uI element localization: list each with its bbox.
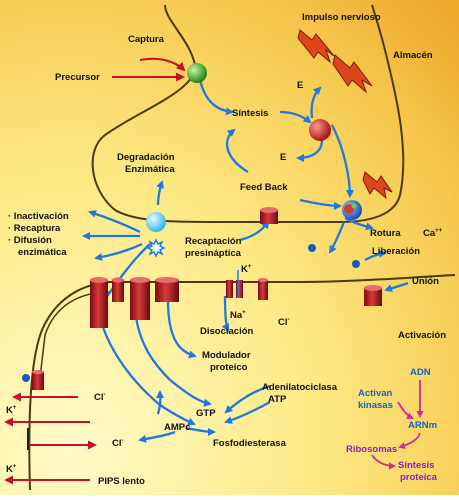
label-k-bottom: K+ — [6, 464, 17, 475]
label-difusion: · Difusión — [8, 235, 52, 246]
label-modulador-2: proteico — [210, 362, 248, 373]
presynaptic-receptor — [260, 207, 278, 224]
label-inactivacion: · Inactivación — [8, 211, 69, 222]
label-ribosomas: Ribosomas — [346, 444, 397, 455]
label-gtp: GTP — [196, 408, 216, 419]
label-rotura: Rotura — [370, 228, 401, 239]
label-k-top: K+ — [241, 264, 252, 275]
label-enzimatica: enzimática — [18, 247, 67, 258]
label-cl-top: Cl- — [278, 317, 290, 328]
label-disociacion: Disociación — [200, 326, 254, 337]
label-na: Na+ — [230, 310, 246, 321]
label-arnm: ARNm — [408, 420, 437, 431]
label-recaptura: · Recaptura — [8, 223, 61, 234]
label-sintesis-1: Síntesis — [398, 460, 434, 471]
label-adn: ADN — [410, 367, 431, 378]
degradation-enzyme — [146, 212, 166, 232]
precursor-molecule — [187, 63, 207, 83]
label-degradacion-2: Enzimática — [125, 164, 175, 175]
enzyme-molecule — [309, 119, 331, 141]
label-liberacion: Liberación — [372, 246, 420, 257]
label-union: Unión — [412, 276, 439, 287]
red-arrows — [4, 57, 186, 485]
label-k-left: K+ — [6, 405, 17, 416]
label-sintesis: Síntesis — [232, 108, 268, 119]
label-fosfo: Fosfodiesterasa — [213, 438, 287, 449]
label-activan-1: Activan — [358, 388, 393, 399]
transmitter-dot — [352, 260, 360, 268]
label-sintesis-2: proteica — [400, 472, 438, 483]
label-almacen: Almacén — [393, 50, 433, 61]
label-e-top: E — [297, 80, 303, 91]
label-recaptacion-2: presináptica — [185, 248, 242, 259]
label-impulso: Impulso nervioso — [302, 12, 381, 23]
impulse-arrows — [297, 29, 393, 200]
label-degradacion-1: Degradación — [117, 152, 175, 163]
label-captura: Captura — [128, 34, 165, 45]
label-pips: PIPS lento — [98, 476, 145, 487]
label-e-bottom: E — [280, 152, 286, 163]
blue-arrows — [82, 79, 409, 443]
label-ampc: AMPc — [164, 422, 190, 433]
receptor-dot — [22, 374, 30, 382]
vesicle-molecule — [342, 200, 362, 220]
label-adenil-2: ATP — [268, 394, 287, 405]
label-ca: Ca++ — [423, 228, 443, 239]
neurotransmitter-star — [146, 238, 166, 258]
transmitter-dot — [308, 244, 316, 252]
label-cl-left2: Cl- — [112, 438, 124, 449]
label-modulador-1: Modulador — [202, 350, 251, 361]
label-recaptacion-1: Recaptación — [185, 236, 242, 247]
label-adenil-1: Adenilatociclasa — [262, 382, 338, 393]
postsynaptic-membrane — [28, 274, 456, 491]
postsynaptic-channels — [32, 277, 382, 390]
label-cl-left1: Cl- — [94, 392, 106, 403]
label-activan-2: kinasas — [358, 400, 393, 411]
label-precursor: Precursor — [55, 72, 100, 83]
label-activacion: Activación — [398, 330, 446, 341]
cascade-arrows — [371, 379, 424, 470]
label-feedback: Feed Back — [240, 182, 288, 193]
